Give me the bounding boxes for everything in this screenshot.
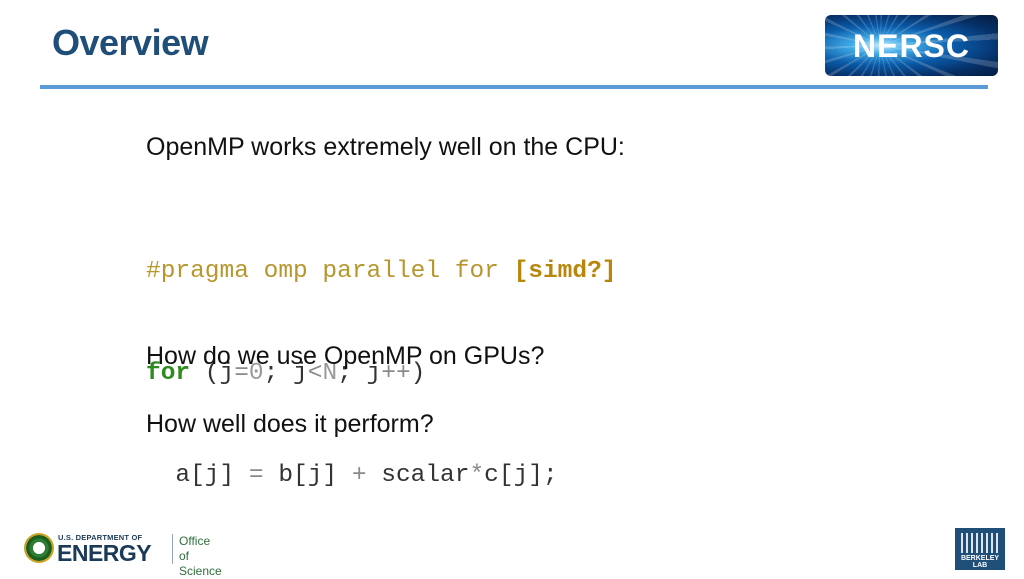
code-body-c: c[j]; <box>484 462 558 489</box>
slide-title: Overview <box>52 22 209 63</box>
doe-logo-divider <box>172 534 173 564</box>
code-for-keyword: for <box>146 360 191 387</box>
nersc-logo-rays <box>825 15 998 76</box>
doe-dept-text: U.S. DEPARTMENT OF <box>58 533 143 542</box>
code-line-for: for (j=0; j<N; j++) <box>146 357 616 391</box>
code-line-body: a[j] = b[j] + scalar*c[j]; <box>146 459 616 493</box>
code-body-scalar: scalar <box>366 462 470 489</box>
doe-office-of-science-logo: U.S. DEPARTMENT OF ENERGY Office of Scie… <box>24 531 222 578</box>
berkeley-lab-text: BERKELEY LAB <box>960 555 1000 569</box>
doe-office-line1: Office of <box>179 534 211 563</box>
code-op-lt: < <box>307 360 323 387</box>
question-performance: How well does it perform? <box>146 410 434 438</box>
code-semi2: ; j <box>337 360 382 387</box>
code-body-eq: = <box>248 462 264 489</box>
code-body-plus: + <box>351 462 367 489</box>
doe-office-line2: Science <box>179 564 222 578</box>
nersc-logo: NERSC <box>825 15 998 76</box>
doe-energy-text: ENERGY <box>57 540 152 566</box>
intro-text: OpenMP works extremely well on the CPU: <box>146 133 625 161</box>
berkeley-lab-building-icon <box>961 533 999 553</box>
code-body-mul: * <box>469 462 485 489</box>
doe-seal-icon <box>24 533 54 563</box>
nersc-logo-text: NERSC <box>852 28 970 64</box>
code-semi1: ; j <box>263 360 308 387</box>
code-simd: [simd?] <box>513 258 617 285</box>
code-op-eq: = <box>234 360 249 387</box>
doe-office-text: Office of Science <box>179 534 222 579</box>
code-num-zero: 0 <box>248 360 264 387</box>
code-line-pragma: #pragma omp parallel for [simd?] <box>146 255 616 289</box>
code-var-n: N <box>322 360 338 387</box>
code-close: ) <box>410 360 426 387</box>
code-op-inc: ++ <box>381 360 411 387</box>
berkeley-lab-logo: BERKELEY LAB <box>955 528 1005 570</box>
question-gpu: How do we use OpenMP on GPUs? <box>146 342 545 370</box>
code-loop-open: (j <box>190 360 235 387</box>
code-body-b: b[j] <box>263 462 352 489</box>
title-divider <box>40 85 988 89</box>
code-block: #pragma omp parallel for [simd?] for (j=… <box>146 187 616 527</box>
code-pragma: #pragma omp parallel for <box>146 258 514 285</box>
code-body-a: a[j] <box>146 462 249 489</box>
